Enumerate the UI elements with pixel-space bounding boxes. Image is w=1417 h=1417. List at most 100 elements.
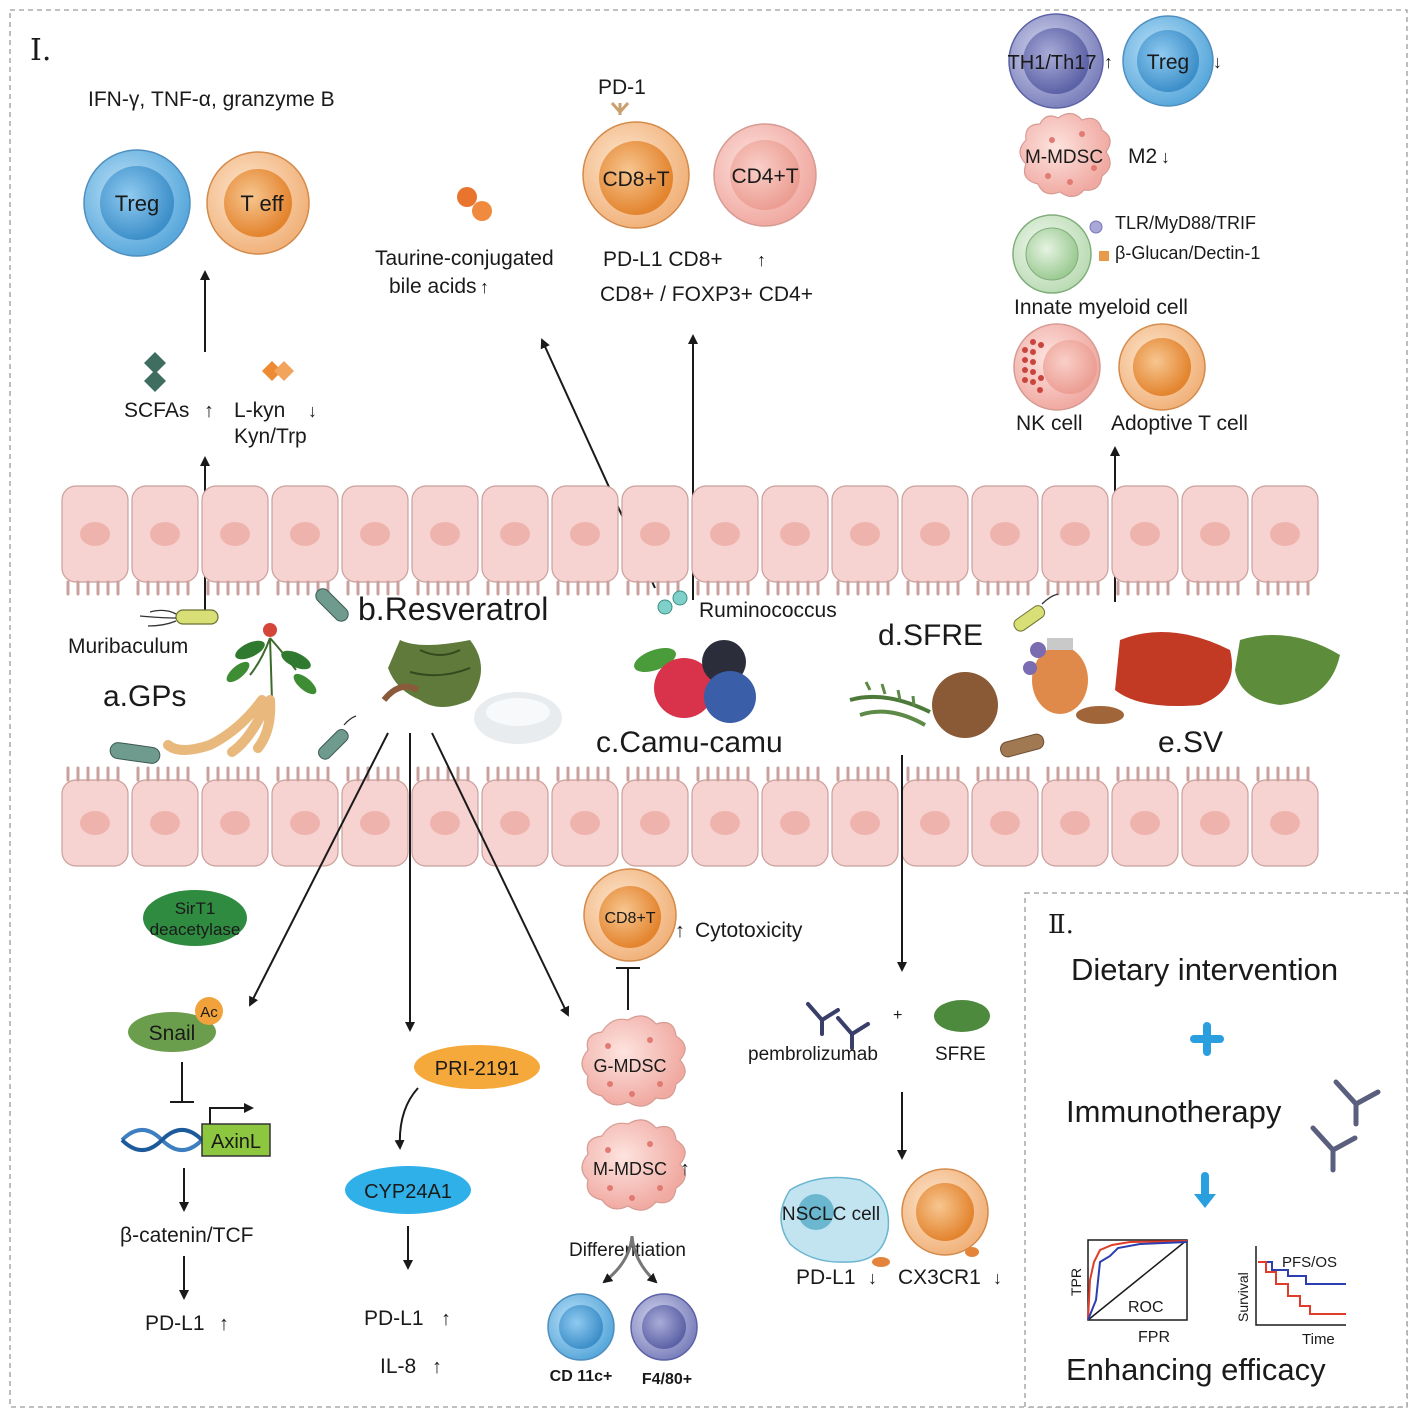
microvilli: [906, 580, 960, 596]
pfs-os-label: PFS/OS: [1282, 1254, 1337, 1271]
treg-down-arrow: ↓: [1213, 52, 1222, 72]
microvilli: [976, 766, 1030, 782]
cell-nucleus: [1130, 811, 1160, 835]
immunotherapy-label: Immunotherapy: [1066, 1094, 1282, 1129]
axinl-gene-box: [201, 1123, 271, 1157]
cell-nucleus: [150, 811, 180, 835]
outer-frame: [9, 9, 1408, 1408]
cell-nucleus: [850, 811, 880, 835]
antibody-icon-3: [1333, 1079, 1381, 1127]
cell-nucleus: [150, 522, 180, 546]
survival-curve-red: [1258, 1261, 1346, 1315]
pdl1-left-up-arrow: ↑: [219, 1313, 229, 1335]
pdl1-cd8-up-arrow: ↑: [757, 250, 766, 270]
cell-nucleus: [1060, 811, 1090, 835]
cytokines-label: IFN-γ, TNF-α, granzyme B: [88, 88, 335, 111]
arrow-resveratrol-to-snail: [249, 732, 389, 1007]
microvilli: [346, 580, 400, 596]
microvilli: [696, 766, 750, 782]
cell-nucleus: [290, 522, 320, 546]
cell-nucleus: [1270, 522, 1300, 546]
pri-2191-ellipse: [414, 1045, 540, 1089]
pdl1-cd8-label: PD-L1 CD8+: [603, 248, 723, 271]
cx3cr1-down-arrow: ↓: [993, 1268, 1002, 1288]
cell-nucleus: [570, 522, 600, 546]
microvilli: [976, 580, 1030, 596]
roc-plot: [1087, 1239, 1188, 1321]
taurine-label-1: Taurine-conjugated: [375, 247, 554, 270]
tlr-receptor-icon: [1089, 220, 1103, 234]
th-up-arrow: ↑: [1104, 52, 1113, 72]
m2-label: M2: [1128, 145, 1157, 168]
lkyn-down-arrow: ↓: [308, 401, 317, 421]
microvilli: [556, 766, 610, 782]
microvilli: [1256, 580, 1310, 596]
pri-2191-label: PRI-2191: [435, 1058, 520, 1080]
adoptive-t-cell: [1118, 323, 1206, 411]
muribaculum-label: Muribaculum: [68, 635, 188, 658]
catenin-label: β-catenin/TCF: [120, 1224, 253, 1247]
cd8-t-cell-cytotoxic: CD8+T: [583, 868, 677, 962]
microvilli: [1046, 580, 1100, 596]
resveratrol-powder-image: [474, 692, 562, 744]
cytotoxicity-label: Cytotoxicity: [695, 919, 803, 942]
cell-nucleus: [850, 522, 880, 546]
enhancing-efficacy-label: Enhancing efficacy: [1066, 1352, 1326, 1387]
muribaculum-bacterium-icon: [139, 609, 219, 627]
resveratrol-label: b.Resveratrol: [358, 591, 548, 627]
arrow-pri-to-cyp: [394, 1087, 419, 1150]
microvilli: [1256, 766, 1310, 782]
pd1-receptor-icon: [610, 102, 630, 115]
cell-nucleus: [570, 811, 600, 835]
cell-nucleus: [220, 522, 250, 546]
camu-camu-fruit-image: [634, 640, 756, 723]
m-mdsc-top-label: M-MDSC: [1025, 147, 1103, 168]
lkyn-label: L-kyn: [234, 399, 285, 422]
rosemary-herb-image: [849, 681, 931, 727]
kynurenine-molecule-icon: [262, 361, 294, 381]
kyn-trp-label: Kyn/Trp: [234, 425, 307, 448]
survival-plot: [1255, 1246, 1346, 1326]
microvilli: [486, 766, 540, 782]
g-mdsc-label: G-MDSC: [594, 1056, 667, 1076]
survival-label: Survival: [1235, 1272, 1251, 1322]
sfre-bacterium-icon: [1013, 593, 1059, 632]
m2-down-arrow: ↓: [1161, 147, 1170, 167]
pdl1-left-label: PD-L1: [145, 1312, 205, 1335]
microvilli: [1116, 766, 1170, 782]
cell-nucleus: [920, 522, 950, 546]
dna-helix-icon: [120, 1128, 204, 1152]
transcription-arrow: [209, 1103, 254, 1124]
cyp24a1-ellipse: [345, 1166, 471, 1214]
cd4-t-cell: CD4+T: [713, 123, 817, 227]
cx3cr1-t-cell: [901, 1168, 989, 1257]
sfre-label: d.SFRE: [878, 619, 983, 652]
survival-curve-blue: [1258, 1261, 1346, 1285]
cell-nucleus: [780, 522, 810, 546]
th1-th17-cell: TH1/Th17: [1008, 13, 1104, 109]
cd8-label: CD8+T: [602, 168, 669, 191]
tlr-label: TLR/MyD88/TRIF: [1115, 213, 1256, 233]
scfa-molecule-icon: [144, 352, 166, 392]
cd4-label: CD4+T: [731, 165, 798, 188]
microvilli: [696, 580, 750, 596]
cd11c-label: CD 11c+: [550, 1368, 613, 1385]
roc-frame: [1087, 1239, 1188, 1321]
plus-small-label: +: [893, 1007, 902, 1024]
upper-epithelium: [61, 485, 1319, 596]
pembrolizumab-label: pembrolizumab: [748, 1044, 878, 1065]
microvilli: [836, 580, 890, 596]
microvilli: [1186, 766, 1240, 782]
bile-acids-up-arrow: ↑: [480, 277, 489, 297]
cx3cr1-label: CX3CR1: [898, 1266, 981, 1289]
microvilli: [556, 580, 610, 596]
sfre-small-label: SFRE: [935, 1044, 986, 1065]
section-one-label: Ⅰ.: [30, 33, 51, 68]
cell-nucleus: [500, 811, 530, 835]
antibody-icon-4: [1310, 1125, 1358, 1173]
treg-cell: Treg: [83, 149, 191, 257]
microvilli: [1116, 580, 1170, 596]
cell-nucleus: [780, 811, 810, 835]
m-mdsc-bottom-label: M-MDSC: [593, 1159, 667, 1179]
sfre-ellipse: [934, 1000, 990, 1032]
